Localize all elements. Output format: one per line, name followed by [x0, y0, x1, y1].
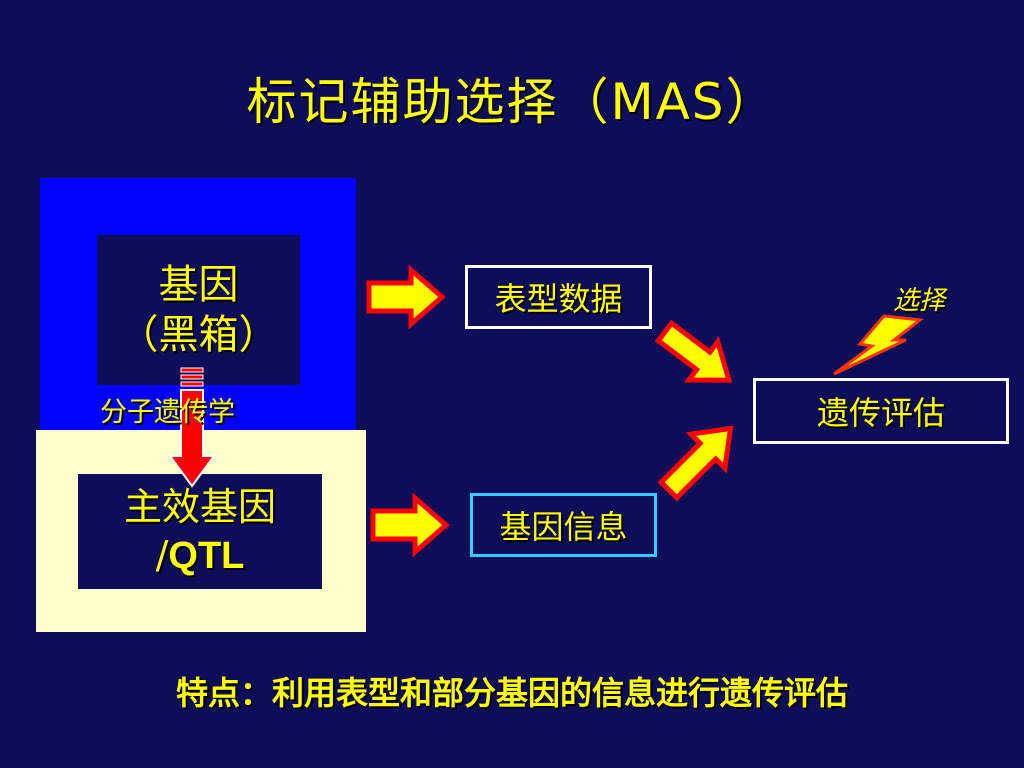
- qtl-box-line2: /QTL: [156, 531, 245, 580]
- arrow-down-right-icon: [654, 319, 733, 383]
- footer-note: 特点：利用表型和部分基因的信息进行遗传评估: [175, 674, 848, 712]
- down-arrow-icon: [168, 367, 216, 488]
- genetic-evaluation-box: 遗传评估: [753, 378, 1009, 444]
- qtl-prefix: /: [155, 533, 169, 577]
- gene-black-box: 基因 （黑箱）: [97, 235, 300, 385]
- arrow-right-icon: [366, 264, 446, 330]
- slide-title: 标记辅助选择（MAS）: [246, 73, 778, 131]
- gene-box-line2: （黑箱）: [118, 312, 279, 358]
- arrow-up-right-icon: [657, 425, 734, 502]
- qtl-box-line1: 主效基因: [123, 485, 276, 529]
- gene-box-line1: 基因: [158, 262, 239, 308]
- arrow-right-icon: [370, 492, 450, 558]
- molecular-genetics-label: 分子遗传学: [100, 397, 235, 428]
- gene-info-box: 基因信息: [470, 493, 657, 557]
- qtl-text: QTL: [168, 535, 245, 577]
- selection-label: 选择: [893, 286, 946, 316]
- major-gene-qtl-box: 主效基因 /QTL: [78, 474, 322, 589]
- lightning-bolt-icon: [833, 314, 924, 376]
- phenotype-data-box: 表型数据: [465, 265, 652, 329]
